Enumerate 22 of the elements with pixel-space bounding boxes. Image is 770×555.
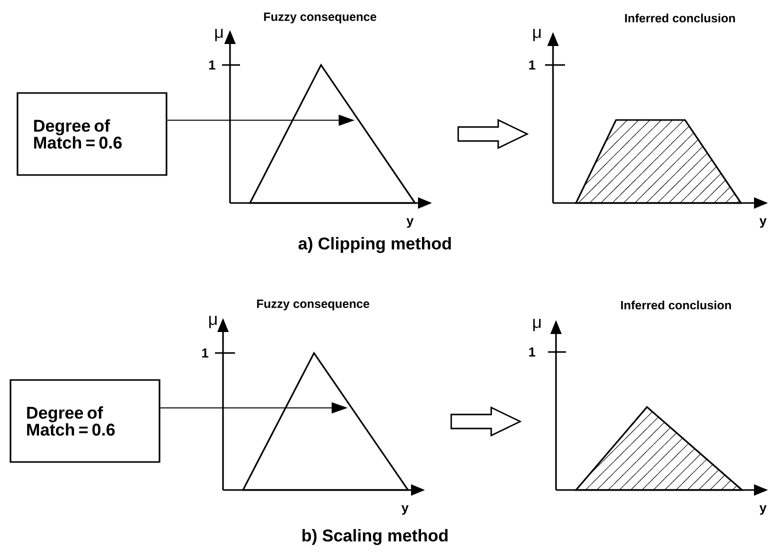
axis-label: y <box>401 505 409 515</box>
tick-label: 1 <box>202 348 208 358</box>
axis-label: μ <box>533 318 541 332</box>
panel-title: Inferred conclusion <box>621 300 731 310</box>
axis-label: y <box>406 218 414 228</box>
panel-title: Fuzzy consequence <box>257 300 370 310</box>
tick-label: 1 <box>529 60 536 70</box>
block-arrow <box>450 406 522 437</box>
axis-label: y <box>760 505 767 515</box>
tick-label: 1 <box>529 348 536 356</box>
text-box: Degree of Match = 0.6 <box>16 92 168 176</box>
axis-label: y <box>760 218 767 228</box>
tick-label: 1 <box>209 60 216 70</box>
axis-label: μ <box>533 28 541 42</box>
block-arrow <box>458 118 529 150</box>
caption: b) Scaling method <box>302 529 448 545</box>
panel-title: Fuzzy consequence <box>264 12 376 24</box>
panel-title: Inferred conclusion <box>625 14 735 22</box>
text-box: Degree of Match = 0.6 <box>10 379 160 463</box>
caption: a) Clipping method <box>298 237 451 253</box>
axis-label: μ <box>215 28 223 42</box>
axis-label: μ <box>209 316 217 328</box>
